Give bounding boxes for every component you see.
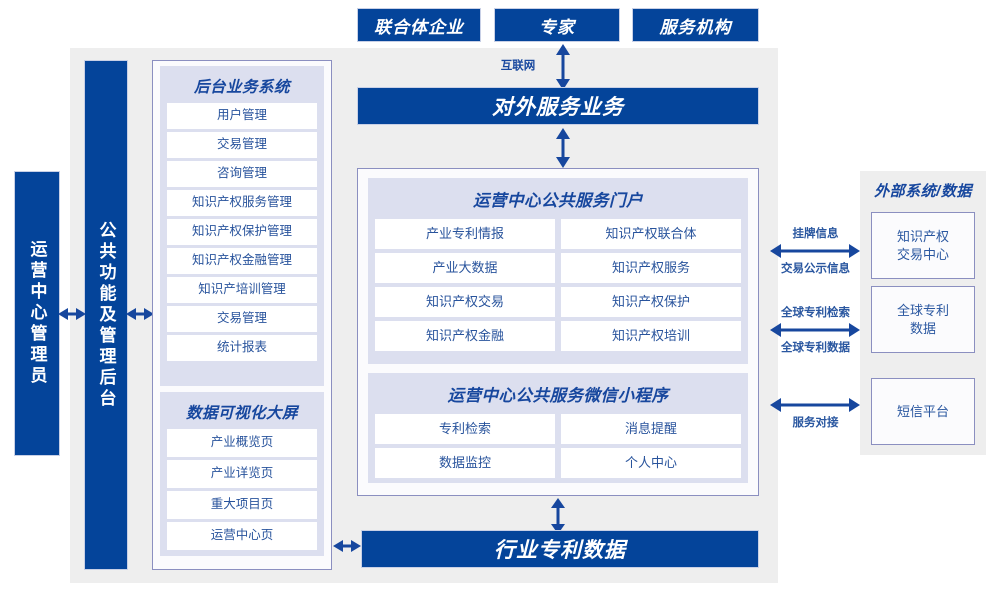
vertical-bar-operations-admin: 运营中心管理员	[14, 171, 60, 456]
arrow-external-3	[770, 398, 860, 412]
industry-patent-data-label: 行业专利数据	[494, 539, 626, 562]
list-item[interactable]: 知识产权交易	[375, 287, 555, 317]
list-item[interactable]: 知识产权金融管理	[167, 248, 317, 274]
arrow-service-to-portal	[556, 128, 570, 168]
list-item[interactable]: 产业概览页	[167, 429, 317, 457]
portal-group: 运营中心公共服务门户 产业专利情报 知识产权联合体 产业大数据 知识产权服务 知…	[368, 178, 748, 364]
actor-box-consortium: 联合体企业	[357, 8, 481, 42]
external-box-line2: 数据	[909, 320, 936, 336]
vertical-bar-label: 运营中心管理员	[27, 240, 47, 387]
list-item[interactable]: 产业详览页	[167, 460, 317, 488]
miniprogram-group: 运营中心公共服务微信小程序 专利检索 消息提醒 数据监控 个人中心	[368, 373, 748, 483]
portal-title: 运营中心公共服务门户	[473, 192, 643, 210]
list-item[interactable]: 知识产权服务管理	[167, 190, 317, 216]
backend-system-list: 用户管理 交易管理 咨询管理 知识产权服务管理 知识产权保护管理 知识产权金融管…	[167, 103, 317, 361]
list-item[interactable]: 运营中心页	[167, 522, 317, 550]
arrow-admin-to-public	[58, 308, 86, 320]
list-item[interactable]: 专利检索	[375, 414, 555, 444]
external-box-line1: 全球专利	[896, 302, 949, 318]
actor-label: 服务机构	[659, 17, 732, 37]
miniprogram-grid: 专利检索 消息提醒 数据监控 个人中心	[375, 414, 741, 478]
connector-label-global-data: 全球专利数据	[781, 342, 850, 354]
actor-label: 专家	[539, 17, 575, 37]
list-item[interactable]: 重大项目页	[167, 491, 317, 519]
data-screen-title: 数据可视化大屏	[185, 405, 298, 422]
actor-box-expert: 专家	[494, 8, 620, 42]
list-item[interactable]: 知识产权培训	[561, 321, 741, 351]
external-service-label: 对外服务业务	[492, 96, 624, 119]
list-item[interactable]: 知识产权保护	[561, 287, 741, 317]
external-box-line2: 交易中心	[896, 246, 949, 262]
industry-patent-data-bar: 行业专利数据	[361, 530, 759, 568]
list-item[interactable]: 数据监控	[375, 448, 555, 478]
connector-label-trade-publicity: 交易公示信息	[781, 263, 850, 275]
internet-label: 互联网	[500, 60, 536, 72]
arrow-external-1	[770, 244, 860, 258]
list-item[interactable]: 产业大数据	[375, 253, 555, 283]
list-item[interactable]: 知识产权保护管理	[167, 219, 317, 245]
list-item[interactable]: 统计报表	[167, 335, 317, 361]
external-box-line1: 知识产权	[896, 228, 949, 244]
list-item[interactable]: 交易管理	[167, 306, 317, 332]
connector-label-global-search: 全球专利检索	[781, 307, 850, 319]
arrow-panel-to-bottom	[333, 540, 361, 552]
connector-label-listing-info: 挂牌信息	[792, 228, 839, 240]
list-item[interactable]: 咨询管理	[167, 161, 317, 187]
list-item[interactable]: 产业专利情报	[375, 219, 555, 249]
backend-system-group: 后台业务系统 用户管理 交易管理 咨询管理 知识产权服务管理 知识产权保护管理 …	[160, 66, 324, 386]
list-item[interactable]: 用户管理	[167, 103, 317, 129]
external-box-line1: 短信平台	[896, 403, 949, 419]
external-systems-title: 外部系统/数据	[874, 183, 972, 200]
list-item[interactable]: 交易管理	[167, 132, 317, 158]
backend-system-title: 后台业务系统	[193, 79, 290, 96]
actor-label: 联合体企业	[374, 17, 464, 37]
portal-grid: 产业专利情报 知识产权联合体 产业大数据 知识产权服务 知识产权交易 知识产权保…	[375, 219, 741, 351]
connector-label-service-docking: 服务对接	[792, 417, 839, 429]
list-item[interactable]: 个人中心	[561, 448, 741, 478]
list-item[interactable]: 消息提醒	[561, 414, 741, 444]
miniprogram-title: 运营中心公共服务微信小程序	[447, 387, 669, 405]
list-item[interactable]: 知识产权服务	[561, 253, 741, 283]
external-box-sms-platform: 短信平台	[871, 378, 975, 445]
external-box-ip-trading-center: 知识产权 交易中心	[871, 212, 975, 279]
vertical-bar-public-functions: 公共功能及管理后台	[84, 60, 128, 570]
external-service-bar: 对外服务业务	[357, 87, 759, 125]
arrow-external-2	[770, 323, 860, 337]
external-box-global-patent-data: 全球专利 数据	[871, 286, 975, 353]
arrow-internet	[556, 44, 570, 90]
list-item[interactable]: 知识产培训管理	[167, 277, 317, 303]
data-screen-list: 产业概览页 产业详览页 重大项目页 运营中心页	[167, 429, 317, 550]
list-item[interactable]: 知识产权金融	[375, 321, 555, 351]
arrow-portal-to-data	[551, 498, 565, 534]
vertical-bar-label: 公共功能及管理后台	[96, 220, 116, 410]
actor-box-service-org: 服务机构	[632, 8, 759, 42]
data-screen-group: 数据可视化大屏 产业概览页 产业详览页 重大项目页 运营中心页	[160, 392, 324, 556]
arrow-public-to-backend	[126, 308, 154, 320]
list-item[interactable]: 知识产权联合体	[561, 219, 741, 249]
